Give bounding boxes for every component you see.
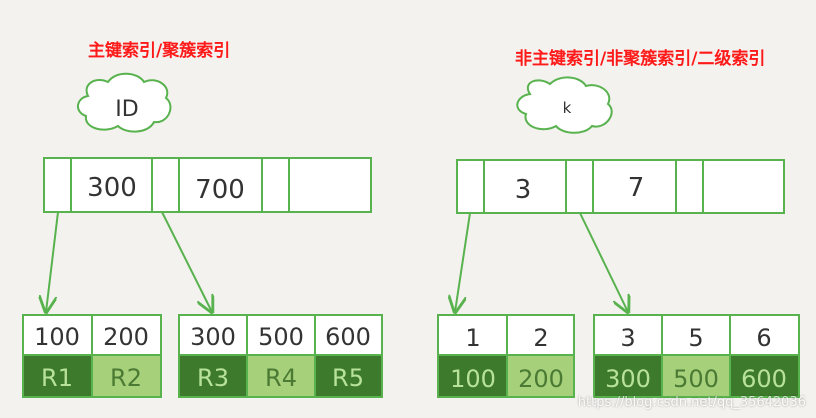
right-leaf-key: 1 [465,324,480,352]
right-index-tree: k 3 7 1 2 100 2 [437,76,800,398]
right-leaf-node-2: 3 5 6 300 500 600 [593,314,800,398]
right-leaf-pk: 300 [605,365,651,393]
left-index-tree: ID 300 700 100 200 R1 [22,72,383,398]
right-leaf-key: 3 [620,324,635,352]
right-leaf-pk: 600 [741,365,787,393]
left-pointer-arrow [46,211,59,312]
right-leaf-node-1: 1 2 100 200 [437,314,575,398]
right-title: 非主键索引/非聚簇索引/二级索引 [515,49,766,69]
left-pointer-arrow [161,211,212,312]
right-leaf-key: 2 [533,324,548,352]
right-leaf-pk: 200 [518,365,564,393]
left-leaf-key: 500 [258,323,304,351]
left-root-key: 300 [87,173,137,203]
watermark: https://blog.csdn.net/qq_35642036 [577,395,806,410]
right-leaf-pk: 100 [450,365,496,393]
left-leaf-row: R3 [197,364,229,392]
left-leaf-node-2: 300 500 600 R3 R4 R5 [178,314,383,398]
right-leaf-key: 6 [756,324,771,352]
left-leaf-key: 600 [325,323,371,351]
right-root-key: 3 [515,175,532,205]
left-leaf-node-1: 100 200 R1 R2 [22,314,162,398]
right-root-key: 7 [628,173,645,203]
left-leaf-row: R2 [110,364,142,392]
left-root-node: 300 700 [43,157,372,213]
left-root-key: 700 [195,175,245,205]
right-pointer-arrow [579,212,628,312]
left-leaf-row: R5 [332,364,364,392]
left-leaf-key: 300 [190,323,236,351]
left-leaf-key: 100 [34,323,80,351]
left-leaf-row: R1 [41,364,73,392]
right-leaf-key: 5 [688,324,703,352]
right-pointer-arrow [455,212,471,312]
right-root-node: 3 7 [456,159,785,214]
right-cloud-icon [516,76,613,134]
left-leaf-key: 200 [103,323,149,351]
right-cloud-label: k [563,99,572,117]
left-leaf-row: R4 [265,364,297,392]
right-leaf-pk: 500 [673,365,719,393]
left-cloud-label: ID [115,97,138,122]
left-title: 主键索引/聚簇索引 [88,41,231,61]
left-cloud-icon [77,72,172,133]
